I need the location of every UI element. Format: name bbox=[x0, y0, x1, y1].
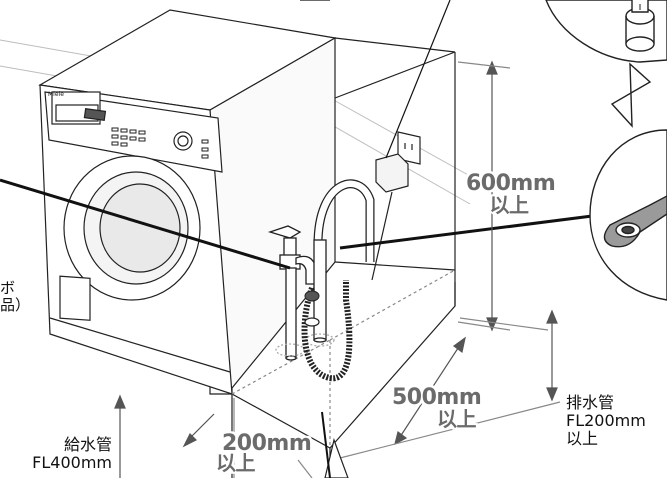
left-cut-label: ボ 品） bbox=[0, 280, 30, 314]
supply-pipe-label: 給水管 FL400mm bbox=[12, 436, 112, 472]
zoom-connector bbox=[610, 62, 652, 128]
dimension-lines bbox=[114, 60, 561, 479]
drain-pipe-height: FL200mm bbox=[566, 410, 646, 430]
height-dimension-label: 600mm 以上 bbox=[466, 171, 556, 218]
leader-lines bbox=[0, 0, 601, 270]
drain-pipe-label: 排水管 FL200mm 以上 bbox=[566, 394, 646, 448]
drain-pipe-suffix: 以上 bbox=[566, 428, 599, 448]
drain-pipe-title: 排水管 bbox=[566, 393, 615, 412]
wall-outlet bbox=[371, 131, 421, 281]
machine-brand-text: Miele bbox=[48, 91, 64, 98]
supply-pipe-height: FL400mm bbox=[32, 452, 112, 472]
drain-hose bbox=[275, 179, 375, 357]
left-cut-line-2: 品） bbox=[0, 295, 31, 314]
left-cut-line-1: ボ bbox=[0, 279, 16, 297]
height-value: 600mm bbox=[466, 171, 556, 196]
depth-dimension-label: 500mm 以上 bbox=[392, 385, 482, 432]
depth-suffix: 以上 bbox=[437, 407, 477, 432]
zoom-circle-bottom bbox=[589, 129, 667, 301]
width-value: 200mm bbox=[222, 431, 312, 456]
width-suffix: 以上 bbox=[216, 451, 256, 476]
zoom-circle-top bbox=[545, 0, 667, 63]
supply-hose bbox=[301, 280, 353, 382]
washing-machine bbox=[38, 9, 337, 395]
width-dimension-label: 200mm 以上 bbox=[216, 432, 316, 474]
depth-value: 500mm bbox=[392, 385, 482, 410]
height-suffix: 以上 bbox=[489, 193, 530, 218]
supply-pipe-title: 給水管 bbox=[63, 435, 112, 454]
